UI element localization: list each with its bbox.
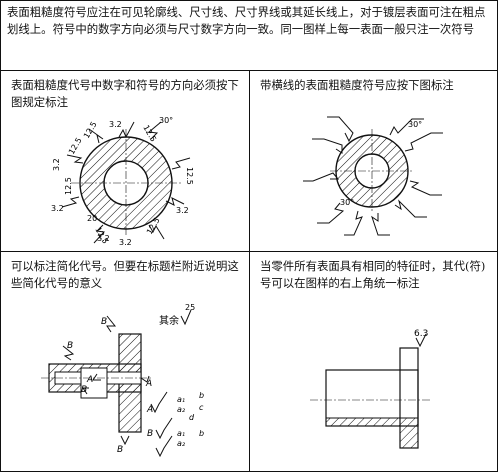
label: b (199, 391, 204, 400)
unified-marking-diagram: 6.3 (310, 329, 430, 449)
label: a₁ (177, 429, 185, 438)
label: 3.2 (52, 158, 61, 171)
label: B (117, 445, 123, 455)
cell-top-right: 带横线的表面粗糙度符号应按下图标注 (250, 71, 497, 251)
label: 12.5 (82, 120, 99, 140)
label: a₂ (177, 439, 186, 448)
label: 6.3 (414, 329, 428, 339)
label: 3.2 (119, 238, 132, 247)
cell-caption: 表面粗糙度代号中数字和符号的方向必须按下图规定标注 (11, 78, 239, 109)
label: 3.2 (97, 234, 110, 243)
vertical-divider (249, 71, 250, 471)
label: 3.2 (51, 204, 64, 213)
label: A (86, 375, 93, 385)
label: 25 (185, 303, 195, 312)
label: 12.5 (67, 136, 84, 156)
label: b (199, 429, 204, 438)
label: 3.2 (176, 206, 189, 215)
cell-caption: 可以标注简化代号。但要在标题栏附近说明这些简化代号的意义 (11, 259, 239, 290)
simplified-code-diagram: 其余 25 B B A A B (41, 303, 204, 458)
label: 30° (340, 198, 354, 207)
label: A (146, 405, 153, 415)
label: B (147, 429, 153, 439)
label: d (189, 413, 195, 422)
cell-caption: 当零件所有表面具有相同的特征时，其代(符)号可以在图样的右上角统一标注 (260, 259, 486, 290)
label: B (81, 385, 87, 395)
label: B (101, 317, 107, 327)
label: 20 (87, 214, 97, 223)
header-text: 表面粗糙度符号应注在可见轮廓线、尺寸线、尺寸界线或其延长线上，对于镀层表面可注在… (1, 1, 497, 71)
label: 30° (159, 116, 173, 125)
underline-symbol-diagram: 30° 30° (303, 116, 443, 236)
label: 30° (408, 120, 422, 129)
label: 12.5 (64, 177, 73, 195)
label: a₂ (177, 405, 186, 414)
label: c (199, 403, 204, 412)
label: 3.2 (109, 120, 122, 129)
cell-bottom-right: 当零件所有表面具有相同的特征时，其代(符)号可以在图样的右上角统一标注 6.3 (250, 252, 497, 473)
label: A (145, 379, 152, 389)
label: a₁ (177, 395, 185, 404)
label: 12.5 (185, 167, 194, 185)
label: B (67, 341, 73, 351)
cell-bottom-left: 可以标注简化代号。但要在标题栏附近说明这些简化代号的意义 其余 25 (1, 252, 249, 473)
label: 其余 (159, 314, 179, 327)
roughness-direction-diagram: 3.2 12.5 12.5 30° 12.5 3.2 12.5 12.5 3.2… (51, 116, 194, 247)
cell-top-left: 表面粗糙度代号中数字和符号的方向必须按下图规定标注 (1, 71, 249, 251)
cell-caption: 带横线的表面粗糙度符号应按下图标注 (260, 78, 454, 92)
horizontal-divider (1, 251, 497, 252)
